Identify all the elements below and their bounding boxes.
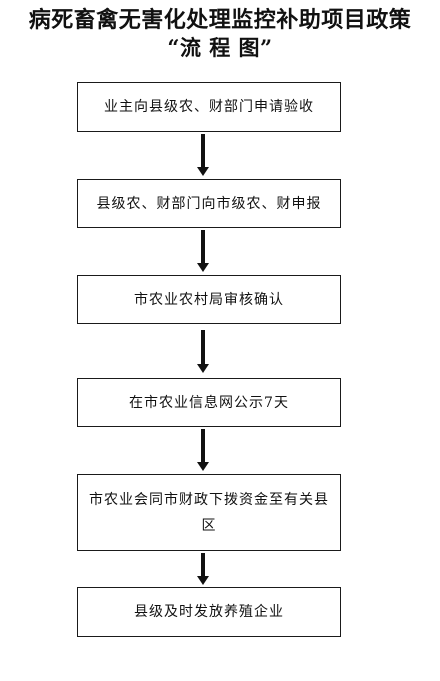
diagram-subtitle: “流 程 图”: [167, 35, 273, 60]
flow-step-6-label: 县级及时发放养殖企业: [134, 604, 284, 620]
flow-step-4-label: 在市农业信息网公示7天: [129, 394, 289, 411]
arrow-down-icon: [197, 134, 209, 176]
flow-step-6: 县级及时发放养殖企业: [77, 587, 341, 637]
flow-step-1-label: 业主向县级农、财部门申请验收: [104, 99, 314, 115]
arrow-down-icon: [197, 230, 209, 272]
flow-step-1: 业主向县级农、财部门申请验收: [77, 82, 341, 132]
arrow-down-icon: [197, 429, 209, 471]
flow-step-3: 市农业农村局审核确认: [77, 275, 341, 324]
arrow-down-icon: [197, 330, 209, 373]
flow-step-5-label: 市农业会同市财政下拨资金至有关县区: [89, 491, 329, 534]
flow-step-5: 市农业会同市财政下拨资金至有关县区: [77, 474, 341, 551]
flow-step-4: 在市农业信息网公示7天: [77, 378, 341, 427]
arrow-down-icon: [197, 553, 209, 585]
flow-step-3-label: 市农业农村局审核确认: [134, 291, 284, 308]
flow-step-2: 县级农、财部门向市级农、财申报: [77, 179, 341, 228]
flow-step-2-label: 县级农、财部门向市级农、财申报: [96, 195, 322, 212]
diagram-title: 病死畜禽无害化处理监控补助项目政策: [28, 7, 412, 33]
